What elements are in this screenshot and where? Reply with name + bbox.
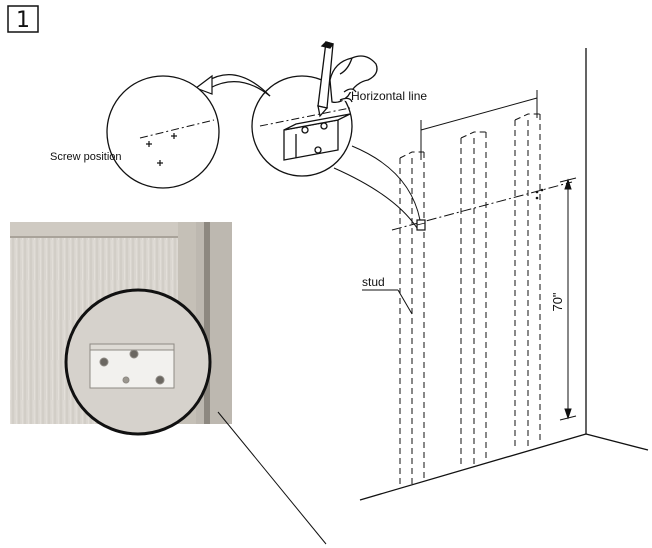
height-dimension xyxy=(559,177,577,421)
horizontal-line-label: Horizontal line xyxy=(351,89,427,103)
stud-leader xyxy=(362,289,413,315)
stud-spacing-dimension xyxy=(420,90,538,160)
detail-connector xyxy=(333,145,421,229)
step-number-box: 1 xyxy=(7,5,39,33)
step-number: 1 xyxy=(16,8,30,33)
arrow-to-screw-circle xyxy=(194,74,271,97)
wall-corner xyxy=(359,48,649,501)
stud-left xyxy=(399,151,425,484)
bracket-large xyxy=(283,113,351,161)
stud-label: stud xyxy=(362,275,385,289)
screw-position-label: Screw position xyxy=(50,151,122,163)
hand-with-pencil-icon xyxy=(317,41,378,118)
photo-inset xyxy=(10,222,327,545)
studs xyxy=(399,113,541,484)
stud-middle xyxy=(460,131,487,466)
photo-bracket xyxy=(89,343,175,389)
screw-position-circle: Screw position xyxy=(50,75,220,189)
height-label: 70" xyxy=(550,292,565,311)
bracket-small xyxy=(416,219,426,231)
stud-right xyxy=(514,113,541,448)
screw-marks-right xyxy=(535,188,544,200)
screw-marks xyxy=(146,133,177,166)
